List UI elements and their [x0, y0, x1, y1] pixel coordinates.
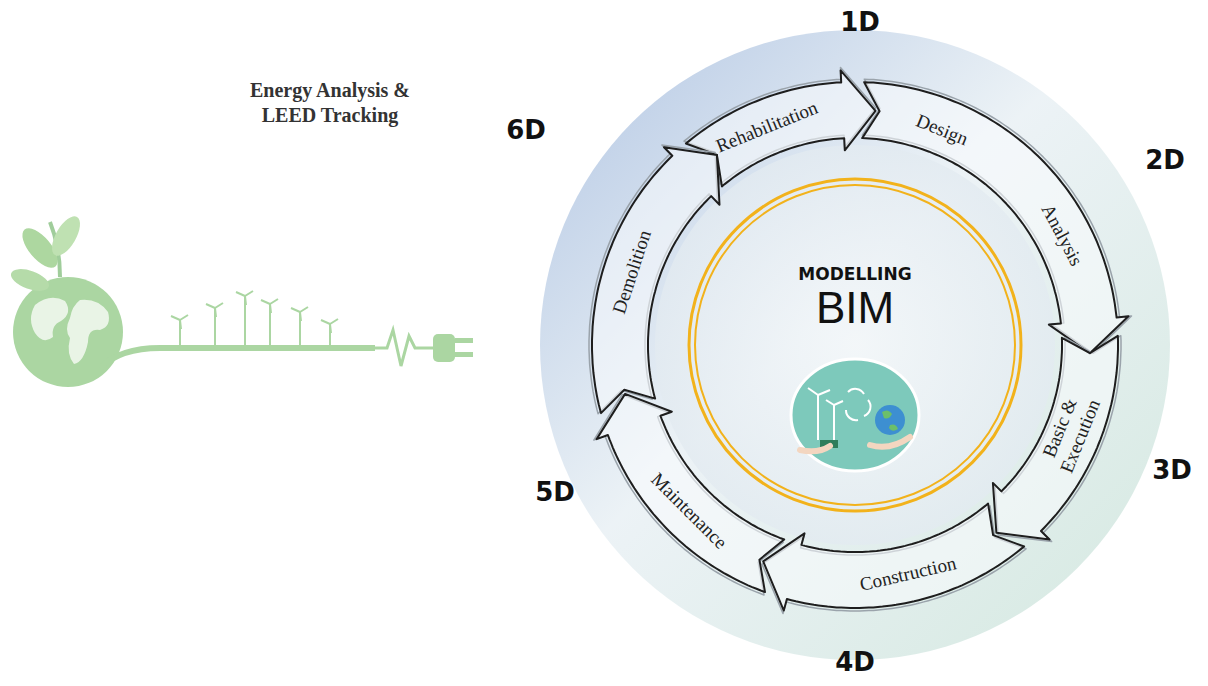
cycle-arrow: [594, 395, 783, 596]
dimension-label: 1D: [840, 7, 880, 37]
dimension-label: 4D: [835, 647, 875, 677]
cycle-arrow: [862, 82, 1128, 353]
bim-core-circle: MODELLINGBIM: [690, 180, 1020, 510]
dimension-label: 6D: [506, 115, 546, 145]
dimension-label: 5D: [535, 477, 575, 507]
cycle-arrow: [993, 336, 1118, 540]
dimension-label: 2D: [1145, 145, 1185, 175]
core-heading: MODELLING: [690, 264, 1020, 284]
cycle-arrow: [592, 147, 720, 413]
cycle-arrow: [862, 79, 1131, 353]
cycle-arrow: [597, 394, 785, 592]
side-caption: Energy Analysis & LEED Tracking: [230, 78, 430, 128]
core-title: BIM: [690, 284, 1020, 332]
dimension-label: 3D: [1152, 455, 1192, 485]
cycle-arrow: [763, 504, 1024, 611]
